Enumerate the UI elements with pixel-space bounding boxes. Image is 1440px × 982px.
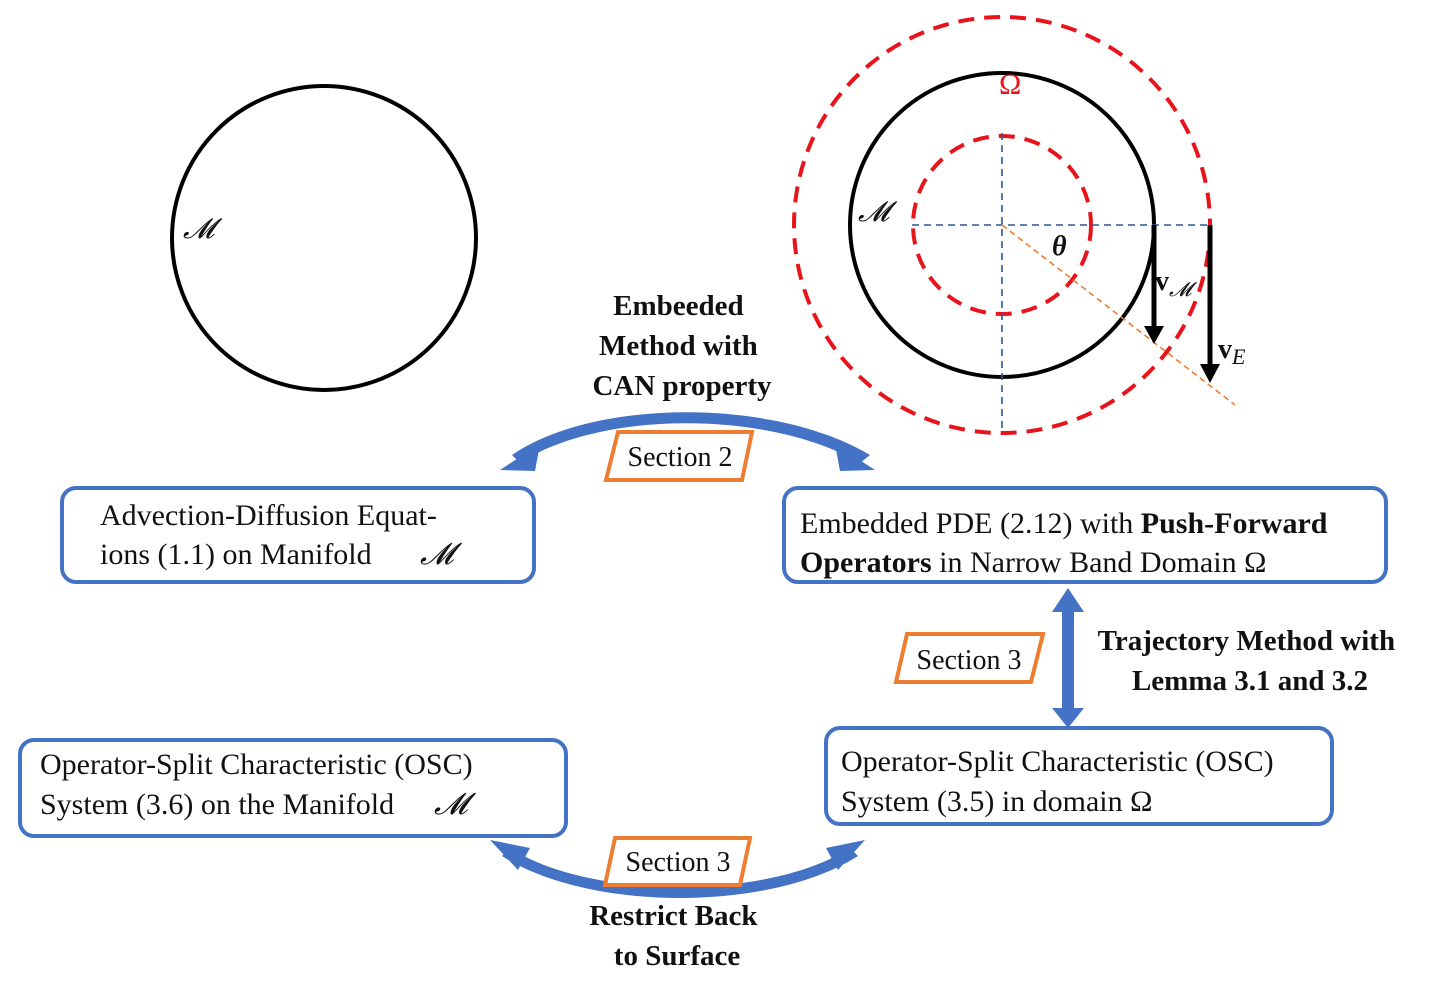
section-3-bottom-tag: Section 3 (626, 847, 731, 878)
advection-line1: Advection-Diffusion Equat- (100, 499, 437, 532)
top-arrow-right-head (835, 444, 875, 471)
top-arrow-label-line1: Embeeded (613, 290, 744, 322)
osc-manifold-text: Operator-Split Characteristic (OSC) Syst… (40, 748, 480, 821)
osc-manifold-box-border (18, 738, 568, 838)
vertical-double-arrow: Section 3 Trajectory Method with Lemma 3… (893, 588, 1403, 728)
vertical-arrow-top-head (1052, 588, 1084, 612)
section-3-right-tag: Section 3 (917, 645, 1022, 676)
embedded-line2-normal: in Narrow Band Domain Ω (932, 546, 1267, 579)
bottom-arrow-label: Restrict Back to Surface (589, 900, 765, 972)
osc-manifold-box: Operator-Split Characteristic (OSC) Syst… (18, 738, 568, 838)
section-3-right-tag-border (893, 632, 1046, 684)
bottom-curved-arrow: Section 3 Restrict Back to Surface (490, 836, 865, 972)
advection-box-border (60, 486, 536, 584)
trajectory-label-line1: Trajectory Method with (1098, 625, 1395, 657)
section-2-tag: Section 2 (628, 442, 733, 473)
embedded-pde-box: Embedded PDE (2.12) with Push-Forward Op… (782, 486, 1388, 584)
osc-domain-text: Operator-Split Characteristic (OSC) Syst… (841, 745, 1281, 818)
advection-diffusion-box: Advection-Diffusion Equat- ions (1.1) on… (60, 486, 536, 584)
velocity-embedded-base: v (1218, 334, 1232, 365)
embedded-line2: Operators in Narrow Band Domain Ω (800, 546, 1266, 579)
advection-line2: ions (1.1) on Manifold (100, 538, 372, 571)
velocity-manifold-arrowhead (1144, 326, 1164, 344)
osc-domain-line2: System (3.5) in domain Ω (841, 785, 1152, 818)
bottom-arrow-band (502, 848, 858, 898)
osc-domain-box-border (824, 726, 1334, 826)
embedded-line2-bold: Operators (800, 546, 932, 579)
left-manifold-circle (170, 84, 478, 392)
radial-direction-line (1001, 224, 1236, 406)
embedded-box-border (782, 486, 1388, 584)
trajectory-method-label: Trajectory Method with Lemma 3.1 and 3.2 (1098, 625, 1403, 697)
right-narrow-band-figure: Ω 𝓜 θ v𝓜 vE (792, 15, 1246, 435)
section-2-tag-border (603, 430, 755, 482)
velocity-manifold-base: v (1155, 266, 1169, 297)
right-manifold-label: 𝓜 (858, 197, 898, 228)
trajectory-label-line2: Lemma 3.1 and 3.2 (1132, 665, 1368, 697)
embedded-line1-bold: Push-Forward (1141, 507, 1328, 540)
velocity-manifold-subscript: 𝓜 (1169, 279, 1198, 301)
velocity-manifold-label: v𝓜 (1155, 266, 1198, 301)
vertical-arrow-bottom-head (1052, 708, 1084, 728)
velocity-embedded-subscript: E (1231, 344, 1246, 369)
top-arrow-label: Embeeded Method with CAN property (592, 290, 772, 402)
top-arrow-label-line2: Method with (599, 330, 758, 362)
advection-box-text: Advection-Diffusion Equat- ions (1.1) on… (100, 499, 463, 571)
embedded-line1: Embedded PDE (2.12) with Push-Forward (800, 507, 1328, 540)
velocity-embedded-label: vE (1218, 334, 1246, 369)
top-arrow-left-head (500, 444, 540, 471)
bottom-arrow-label-line1: Restrict Back (589, 900, 758, 932)
vertical-arrow-shaft (1062, 606, 1074, 714)
omega-label: Ω (999, 68, 1021, 101)
bottom-arrow-left-head (490, 840, 530, 870)
osc-manifold-line2: System (3.6) on the Manifold (40, 788, 394, 821)
osc-domain-line1: Operator-Split Characteristic (OSC) (841, 745, 1274, 778)
osc-domain-box: Operator-Split Characteristic (OSC) Syst… (824, 726, 1334, 826)
theta-label: θ (1052, 231, 1067, 262)
top-arrow-label-line3: CAN property (592, 370, 772, 402)
osc-manifold-line1: Operator-Split Characteristic (OSC) (40, 748, 473, 781)
bottom-arrow-right-head (826, 840, 865, 870)
bottom-arrow-label-line2: to Surface (614, 940, 741, 972)
section-3-bottom-tag-border (602, 836, 753, 887)
velocity-embedded-arrowhead (1200, 364, 1220, 383)
top-curved-arrow: Embeeded Method with CAN property Sectio… (500, 290, 875, 482)
left-manifold-label: 𝓜 (183, 214, 223, 245)
embedded-line1-normal: Embedded PDE (2.12) with (800, 507, 1141, 540)
left-manifold-figure: 𝓜 (170, 84, 478, 392)
top-arrow-band (512, 412, 870, 463)
